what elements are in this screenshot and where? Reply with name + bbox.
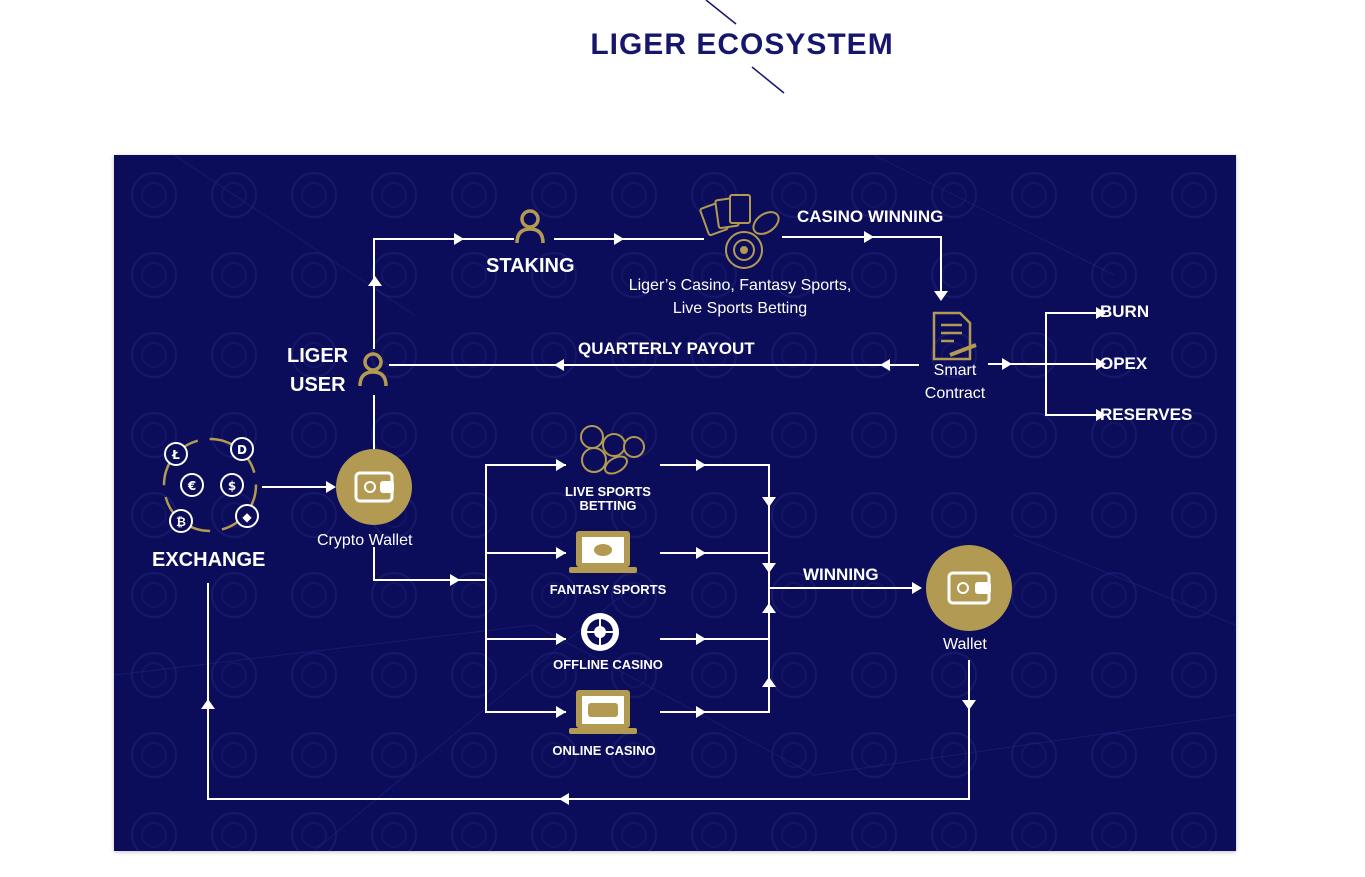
- svg-text:₿: ₿: [176, 515, 186, 529]
- arrowheads: [201, 231, 1106, 805]
- diagram-graphics: Ł D € $ ₿ ◆: [114, 155, 1236, 851]
- quarterly-payout-label: QUARTERLY PAYOUT: [578, 339, 755, 358]
- casino-caption-line2: Live Sports Betting: [672, 300, 808, 317]
- background-network-lines: [114, 155, 1236, 851]
- wallet-label: Wallet: [943, 636, 987, 653]
- document-pen-icon: [932, 311, 977, 361]
- live-sports-label-line1: LIVE SPORTS: [565, 484, 651, 499]
- svg-text:D: D: [237, 443, 247, 457]
- liger-user-label-line1: LIGER: [287, 345, 349, 367]
- exchange-label: EXCHANGE: [152, 549, 266, 571]
- fantasy-sports-label: FANTASY SPORTS: [549, 582, 667, 597]
- staking-user-icon: [515, 209, 545, 244]
- smart-contract-label-line2: Contract: [924, 385, 986, 402]
- svg-text:€: €: [187, 479, 196, 493]
- cards-roulette-football-icon: [699, 194, 780, 269]
- crypto-wallet-label: Crypto Wallet: [317, 532, 413, 549]
- online-casino-label: ONLINE CASINO: [552, 743, 656, 758]
- reserves-label: RESERVES: [1100, 405, 1193, 424]
- liger-user-icon: [358, 352, 388, 387]
- wallet-icon: [926, 545, 1012, 631]
- ecosystem-diagram: Ł D € $ ₿ ◆: [114, 155, 1236, 851]
- svg-text:$: $: [228, 479, 236, 493]
- page-title: LIGER ECOSYSTEM: [590, 28, 894, 61]
- staking-label: STAKING: [486, 255, 575, 277]
- offline-casino-label: OFFLINE CASINO: [553, 657, 663, 672]
- crypto-wallet-icon: [336, 449, 412, 525]
- opex-label: OPEX: [1100, 354, 1148, 373]
- sports-balls-icon: [580, 425, 645, 475]
- title-decoration: [705, 0, 785, 94]
- svg-text:Ł: Ł: [171, 448, 180, 462]
- live-sports-label-line2: BETTING: [579, 498, 637, 513]
- burn-label: BURN: [1100, 302, 1150, 321]
- currency-cycle-icon: Ł D € $ ₿ ◆: [162, 437, 259, 533]
- connector-lines: [207, 236, 1101, 800]
- background-texture: [114, 155, 1236, 851]
- laptop-icon: [569, 531, 637, 573]
- winning-label: WINNING: [803, 565, 879, 584]
- svg-text:◆: ◆: [242, 510, 252, 524]
- online-casino-laptop-icon: [569, 690, 637, 734]
- liger-user-label-line2: USER: [290, 374, 346, 396]
- casino-caption-line1: Liger’s Casino, Fantasy Sports,: [628, 277, 852, 294]
- roulette-icon: [581, 613, 619, 651]
- smart-contract-label-line1: Smart: [933, 362, 977, 379]
- casino-winning-label: CASINO WINNING: [797, 207, 944, 226]
